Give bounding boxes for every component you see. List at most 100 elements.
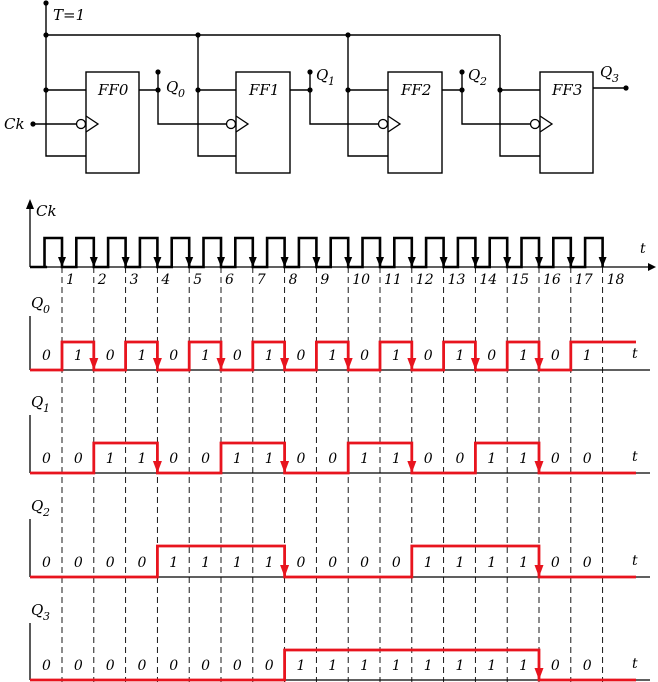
signal-value: 1: [233, 555, 242, 571]
output-label-q1: Q 1: [316, 66, 335, 88]
clock-falling-edge-arrow: [376, 257, 384, 267]
signal-label: Q: [31, 601, 43, 619]
clock-inverter-bubble: [377, 118, 389, 130]
falling-transition-arrow: [534, 461, 544, 473]
clock-falling-edge-arrow: [248, 257, 257, 267]
signal-value: 1: [424, 658, 433, 674]
pulse-number: 3: [130, 272, 139, 288]
flipflop-label: FF1: [248, 81, 279, 99]
signal-value: 0: [551, 348, 560, 364]
circuit-schematic: [33, 3, 626, 157]
clock-falling-edge-arrow: [89, 257, 98, 267]
svg-text:1: 1: [328, 75, 335, 88]
junction-dots: [30, 0, 629, 127]
signal-value: 0: [106, 555, 115, 571]
pulse-number: 5: [193, 272, 202, 288]
signal-value: 1: [138, 348, 147, 364]
time-axis-label: t: [640, 241, 646, 257]
clock-falling-edge-arrow: [471, 257, 480, 267]
falling-transition-arrow: [216, 358, 226, 370]
falling-transition-arrow: [89, 358, 99, 370]
svg-text:Q: Q: [600, 63, 612, 81]
clock-falling-edge-arrow: [153, 257, 162, 267]
signal-value: 1: [265, 555, 274, 571]
signal-waveform: [30, 441, 636, 475]
signal-value: 1: [360, 658, 369, 674]
pulse-number: 1: [66, 272, 75, 288]
clock-falling-edge-arrow: [280, 257, 289, 267]
signal-value: 0: [297, 451, 306, 467]
svg-text:Q: Q: [316, 66, 328, 84]
signal-value: 1: [487, 658, 496, 674]
pulse-number: 17: [575, 272, 593, 288]
pulse-number: 10: [352, 272, 370, 288]
pulse-number: 15: [511, 272, 529, 288]
signal-value: 0: [424, 348, 433, 364]
signal-label: Q: [31, 497, 43, 515]
signal-value: 0: [138, 658, 147, 674]
svg-text:0: 0: [178, 87, 185, 100]
signal-value: 1: [487, 555, 496, 571]
falling-transition-arrow: [280, 565, 290, 577]
clock-falling-edge-arrow: [121, 257, 130, 267]
signal-value: 0: [42, 658, 51, 674]
signal-value: 1: [297, 658, 306, 674]
signal-value: 1: [424, 555, 433, 571]
signal-value: 0: [360, 555, 369, 571]
clock-falling-edge-arrow: [503, 257, 512, 267]
signal-value: 0: [328, 555, 337, 571]
signal-value: 0: [551, 658, 560, 674]
clock-falling-edge-arrow: [535, 257, 543, 267]
clock-falling-edge-arrow: [407, 257, 416, 267]
signal-value: 0: [297, 348, 306, 364]
clock-falling-edge-arrow: [598, 257, 607, 267]
signal-value: 0: [201, 451, 210, 467]
output-label-q3: Q 3: [600, 63, 619, 85]
signal-value: 1: [169, 555, 178, 571]
output-label-q2: Q 2: [468, 66, 487, 88]
pulse-number: 13: [448, 272, 466, 288]
clock-falling-edge-arrow: [439, 257, 448, 267]
falling-transition-arrow: [470, 358, 480, 370]
signal-value: 1: [519, 348, 528, 364]
signal-value: 0: [74, 451, 83, 467]
signal-value: 1: [519, 555, 528, 571]
svg-text:Q: Q: [166, 78, 178, 96]
time-axis-label: t: [632, 346, 638, 362]
signal-value: 0: [169, 658, 178, 674]
signal-value: 0: [201, 658, 210, 674]
flipflop-0: FF0: [75, 71, 140, 174]
signal-value: 0: [169, 451, 178, 467]
signal-value: 1: [138, 451, 147, 467]
falling-transition-arrow: [280, 461, 290, 473]
signal-value: 0: [265, 658, 274, 674]
signal-value: 1: [360, 451, 369, 467]
svg-text:3: 3: [612, 72, 619, 85]
signal-value: 1: [233, 451, 242, 467]
flipflop-2: FF2: [377, 71, 443, 174]
signal-label: Q: [31, 294, 43, 312]
flipflop-label: FF0: [97, 81, 129, 99]
pulse-number: 8: [289, 272, 298, 288]
clock-falling-edge-arrow: [312, 257, 321, 267]
pulse-number: 18: [607, 272, 625, 288]
falling-transition-arrow: [152, 461, 162, 473]
signal-value: 1: [456, 658, 465, 674]
signal-label-sub: 2: [42, 506, 50, 519]
time-axis-label: t: [632, 553, 638, 569]
signal-value: 0: [74, 555, 83, 571]
signal-value: 0: [42, 451, 51, 467]
signal-value: 0: [392, 555, 401, 571]
falling-transition-arrow: [407, 461, 417, 473]
clock-inverter-bubble: [225, 118, 237, 130]
axis-arrow: [26, 199, 34, 209]
signal-value: 1: [201, 555, 210, 571]
signal-value: 0: [233, 658, 242, 674]
signal-label-sub: 1: [43, 402, 50, 415]
pulse-number: 7: [257, 272, 266, 288]
signal-value: 0: [551, 451, 560, 467]
flipflop-1: FF1: [225, 71, 291, 174]
signal-value: 0: [169, 348, 178, 364]
signal-value: 1: [392, 451, 401, 467]
signal-value: 1: [74, 348, 83, 364]
